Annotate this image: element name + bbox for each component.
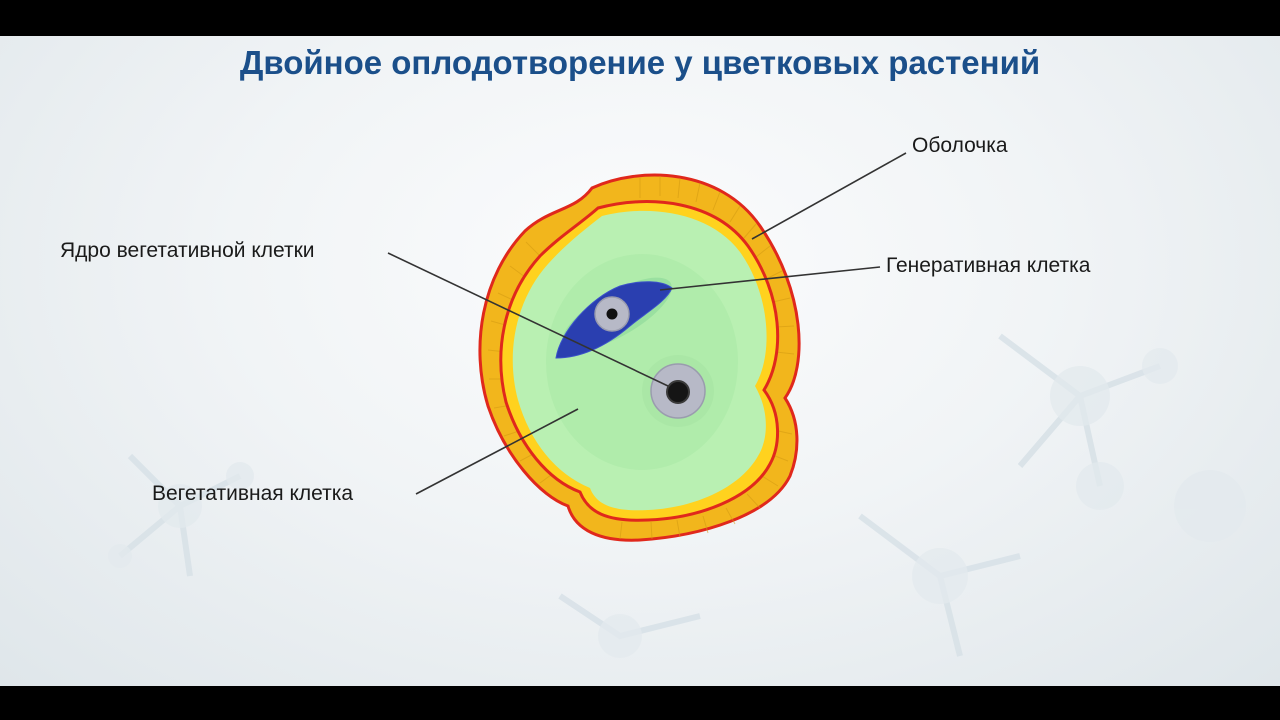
label-vegetative-cell: Вегетативная клетка [152, 482, 354, 505]
label-vegetative-nucleus: Ядро вегетативной клетки [60, 239, 315, 262]
leader-line-vegetative-cell [415, 408, 579, 495]
generative-cell-nucleolus [606, 308, 618, 320]
leader-line-generative-cell [659, 266, 881, 291]
label-shell: Оболочка [912, 134, 1008, 157]
letterbox-top [0, 0, 1280, 36]
background-cells-decoration [108, 333, 1246, 658]
leader-line-vegetative-nucleus [387, 252, 669, 387]
exine-striations [487, 176, 795, 540]
label-generative-cell: Генеративная клетка [886, 254, 1091, 277]
slide-title: Двойное оплодотворение у цветковых расте… [239, 44, 1041, 81]
slide: Двойное оплодотворение у цветковых расте… [0, 36, 1280, 686]
vegetative-nucleolus [666, 380, 690, 404]
pollen-grain-diagram [387, 152, 907, 542]
leader-line-shell [751, 152, 907, 240]
letterbox-bottom [0, 686, 1280, 720]
